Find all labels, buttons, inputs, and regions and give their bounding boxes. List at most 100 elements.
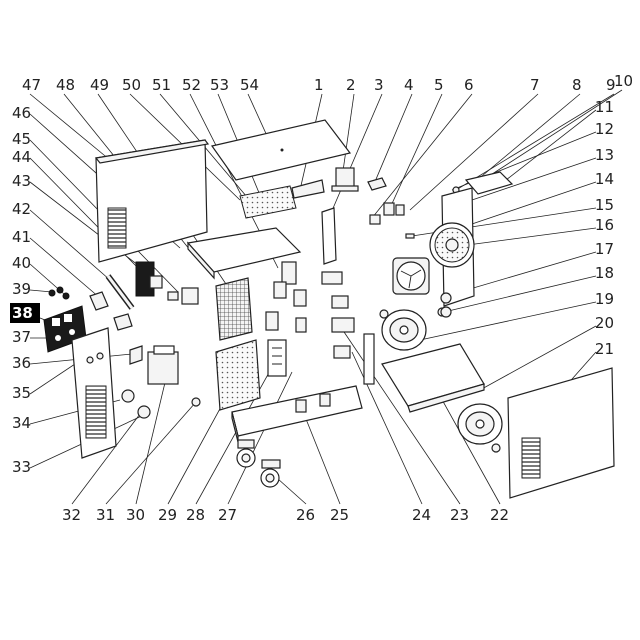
callout-1: 1: [314, 76, 324, 94]
part-panel-bracket: [129, 345, 143, 365]
callout-24: 24: [412, 506, 431, 524]
leader-line: [29, 237, 101, 299]
callout-51: 51: [152, 76, 171, 94]
callout-38: 38: [12, 304, 33, 322]
part-right-side-cover: [491, 367, 615, 499]
callout-53: 53: [210, 76, 229, 94]
leader-line: [419, 301, 597, 341]
callout-52: 52: [182, 76, 201, 94]
part-wheel-lower: [457, 403, 503, 445]
leader-line: [409, 93, 539, 211]
part-wheel-hubs: [379, 306, 452, 319]
callout-54: 54: [240, 76, 259, 94]
leader-line: [71, 413, 141, 505]
leader-line: [135, 369, 169, 505]
callout-6: 6: [464, 76, 474, 94]
part-heatsink-upper: [215, 277, 253, 341]
callout-2: 2: [346, 76, 356, 94]
part-bottom-tray: [381, 343, 485, 413]
callout-36: 36: [12, 354, 31, 372]
callout-22: 22: [490, 506, 509, 524]
callout-4: 4: [404, 76, 414, 94]
leader-line: [105, 401, 197, 505]
part-terminal-block: [267, 339, 287, 377]
callout-41: 41: [12, 228, 31, 246]
leader-line: [389, 93, 443, 209]
callout-43: 43: [12, 172, 31, 190]
callout-27: 27: [218, 506, 237, 524]
part-casters: [236, 439, 281, 488]
callout-35: 35: [12, 384, 31, 402]
part-rear-panel: [429, 187, 475, 307]
leader-line: [29, 209, 111, 281]
callout-7: 7: [530, 76, 540, 94]
part-pcb-boards: [265, 261, 307, 333]
part-small-transformer: [331, 167, 359, 192]
part-base-plate: [231, 385, 363, 443]
callout-9: 9: [606, 76, 616, 94]
callout-15: 15: [595, 196, 614, 214]
callout-49: 49: [90, 76, 109, 94]
leader-line: [373, 93, 413, 185]
callout-39: 39: [12, 280, 31, 298]
callout-highlight-bg: [10, 303, 40, 323]
callout-29: 29: [158, 506, 177, 524]
part-wheel-upper: [381, 309, 427, 351]
callout-23: 23: [450, 506, 469, 524]
part-internal-chassis: [186, 227, 302, 280]
part-relay-modules: [321, 271, 355, 359]
callout-8: 8: [572, 76, 582, 94]
part-cooling-fan: [392, 257, 430, 295]
leader-line: [339, 325, 461, 505]
callout-48: 48: [56, 76, 75, 94]
callout-10: 10: [614, 72, 633, 90]
part-mesh-plate: [239, 185, 297, 219]
callout-50: 50: [122, 76, 141, 94]
callout-14: 14: [595, 170, 614, 188]
callout-25: 25: [330, 506, 349, 524]
leader-line: [455, 93, 615, 191]
callout-33: 33: [12, 458, 31, 476]
callout-13: 13: [595, 146, 614, 164]
leader-line: [159, 93, 259, 211]
callout-5: 5: [434, 76, 444, 94]
callout-46: 46: [12, 104, 31, 122]
part-vertical-strip: [363, 333, 375, 385]
leader-line: [29, 93, 111, 161]
callout-12: 12: [595, 120, 614, 138]
leader-line: [29, 289, 53, 293]
callout-42: 42: [12, 200, 31, 218]
callout-19: 19: [595, 290, 614, 308]
callout-32: 32: [62, 506, 81, 524]
part-connectors: [367, 177, 405, 225]
leader-line: [327, 93, 383, 221]
callout-17: 17: [595, 240, 614, 258]
part-strip-board: [321, 207, 337, 265]
callout-37: 37: [12, 328, 31, 346]
callout-47: 47: [22, 76, 41, 94]
callout-31: 31: [96, 506, 115, 524]
callout-28: 28: [186, 506, 205, 524]
leader-line: [485, 89, 623, 179]
leader-line: [227, 371, 293, 505]
callout-26: 26: [296, 506, 315, 524]
callout-20: 20: [595, 314, 614, 332]
part-screw: [405, 233, 415, 239]
callout-21: 21: [595, 340, 614, 358]
leader-line: [469, 93, 581, 187]
leader-line: [465, 181, 597, 227]
leader-line: [505, 109, 597, 181]
leader-line: [459, 227, 597, 247]
part-cable-clamps: [89, 291, 133, 331]
callout-11: 11: [595, 98, 614, 116]
callout-3: 3: [374, 76, 384, 94]
leader-line: [443, 275, 597, 313]
callout-18: 18: [595, 264, 614, 282]
part-heatsink-lower: [215, 339, 261, 411]
leader-line: [371, 93, 473, 219]
part-rectifier: [135, 261, 163, 297]
part-top-cover: [210, 119, 352, 181]
